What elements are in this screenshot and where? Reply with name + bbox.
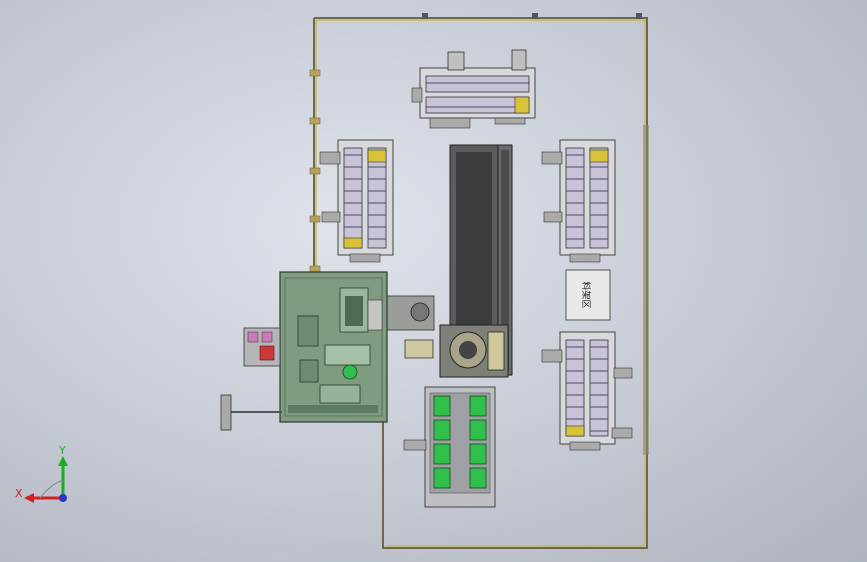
right-lower-magazine-rack[interactable] <box>541 331 633 451</box>
tray-cells <box>433 395 487 489</box>
axis-triad: Y X <box>15 444 68 503</box>
left-feeder-module[interactable] <box>243 327 281 367</box>
top-magazine-rack[interactable] <box>411 49 536 129</box>
axis-x-label: X <box>15 487 23 500</box>
operator-handle[interactable] <box>220 394 282 431</box>
main-process-cell[interactable] <box>279 271 388 423</box>
bottom-tray-station[interactable] <box>403 386 496 508</box>
left-magazine-rack[interactable] <box>319 139 394 263</box>
station-label-text: 料架区 <box>580 281 592 308</box>
station-label-panel: 料架区 <box>565 269 611 321</box>
axis-y-label: Y <box>58 444 66 457</box>
robot-arm-unit[interactable] <box>385 295 509 378</box>
right-upper-magazine-rack[interactable] <box>541 139 616 263</box>
